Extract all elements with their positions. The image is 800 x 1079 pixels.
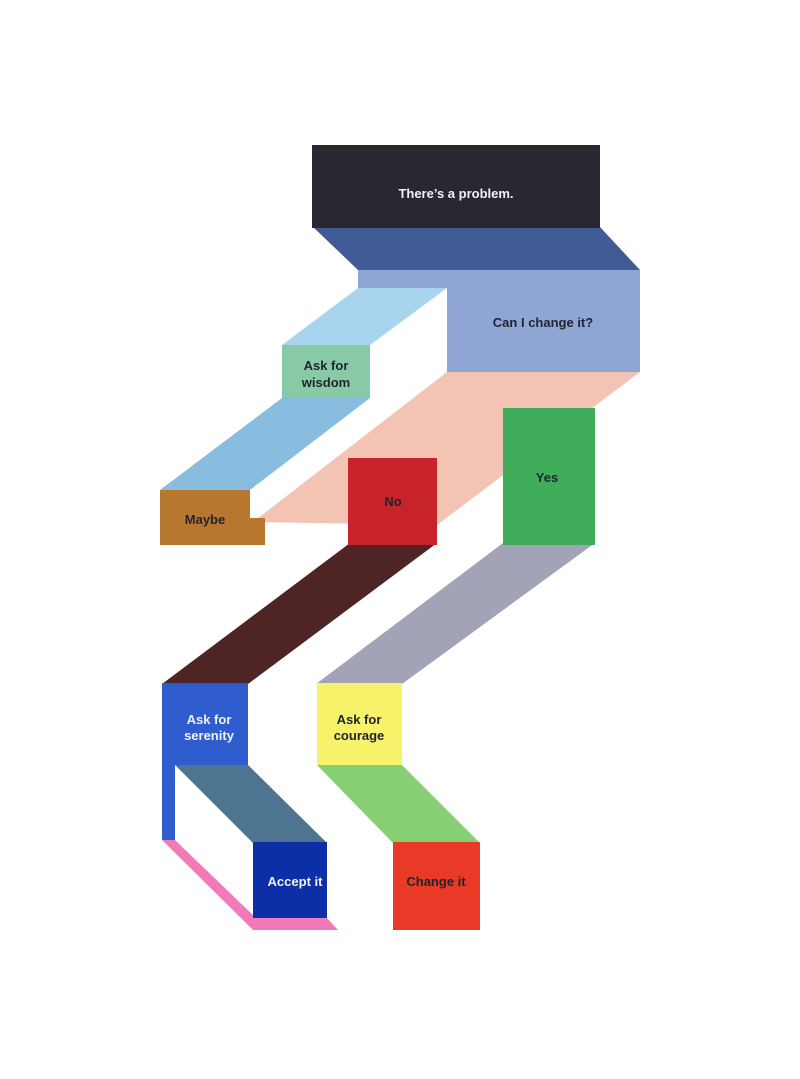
node-change — [393, 842, 480, 930]
band-serenity-to-accept — [175, 765, 327, 843]
label-no: No — [384, 494, 401, 509]
band-wisdom-to-maybe — [160, 398, 370, 490]
band-courage-to-change — [317, 765, 480, 843]
label-courage-line1: Ask for — [337, 712, 382, 727]
label-wisdom-line1: Ask for — [304, 358, 349, 373]
node-question — [358, 270, 640, 372]
node-serenity — [162, 683, 248, 840]
node-maybe — [160, 490, 265, 545]
node-accept — [253, 842, 327, 918]
node-wisdom — [282, 345, 370, 398]
band-problem-to-question — [313, 227, 640, 270]
label-question: Can I change it? — [493, 315, 593, 330]
label-serenity-line2: serenity — [184, 728, 235, 743]
band-question-to-wisdom — [282, 288, 447, 345]
band-yes-to-courage — [316, 543, 595, 684]
band-no-to-serenity — [162, 543, 437, 684]
label-accept: Accept it — [268, 874, 324, 889]
label-problem: There’s a problem. — [398, 186, 513, 201]
node-no — [348, 458, 437, 545]
label-maybe: Maybe — [185, 512, 225, 527]
label-yes: Yes — [536, 470, 558, 485]
node-problem — [312, 145, 600, 228]
band-accept-base — [162, 840, 338, 930]
label-serenity-line1: Ask for — [187, 712, 232, 727]
label-courage-line2: courage — [334, 728, 385, 743]
label-wisdom-line2: wisdom — [301, 375, 350, 390]
node-courage — [317, 683, 402, 765]
node-yes — [503, 408, 595, 545]
label-change: Change it — [406, 874, 466, 889]
